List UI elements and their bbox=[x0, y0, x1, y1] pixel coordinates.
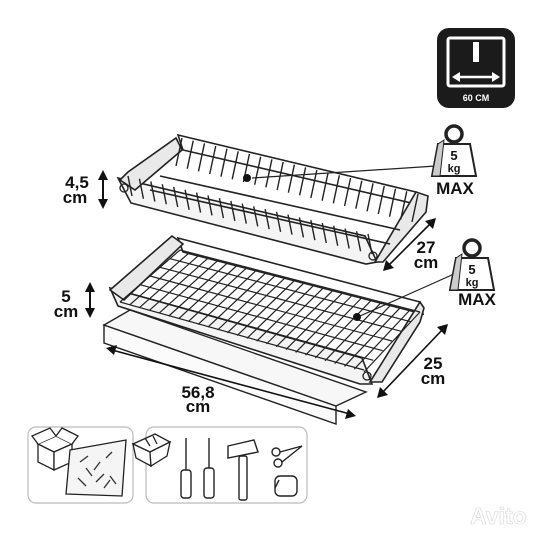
rack-wire bbox=[310, 220, 316, 241]
parts-basket-icon bbox=[131, 433, 172, 468]
rack-wire bbox=[186, 140, 194, 169]
rack-wire bbox=[333, 225, 339, 246]
screwdriver-icon bbox=[203, 438, 215, 499]
rack-wire bbox=[367, 233, 373, 255]
rack-wire bbox=[285, 291, 344, 351]
tape-measure-icon bbox=[274, 475, 298, 497]
rack-wire bbox=[197, 143, 206, 172]
rack-wire bbox=[343, 177, 352, 207]
rack-wire bbox=[275, 289, 335, 348]
svg-text:4,5: 4,5 bbox=[65, 173, 89, 192]
rack-wire bbox=[209, 145, 217, 175]
rack-wire bbox=[175, 137, 183, 167]
rack-wire bbox=[321, 222, 327, 244]
screwdriver-icon bbox=[180, 438, 192, 499]
rack-wire bbox=[241, 203, 247, 224]
rack-wire bbox=[265, 159, 273, 188]
rack-wire bbox=[355, 231, 362, 252]
rack-wire bbox=[207, 195, 213, 216]
lower-drainer-tray bbox=[102, 234, 425, 425]
center-dot bbox=[353, 313, 361, 321]
rack-wire bbox=[138, 178, 145, 199]
svg-text:56,8: 56,8 bbox=[181, 383, 214, 402]
rack-wire bbox=[161, 184, 167, 205]
svg-text:cm: cm bbox=[54, 302, 79, 321]
rack-wire bbox=[305, 296, 363, 356]
rack-wire bbox=[253, 156, 262, 185]
rack-wire bbox=[287, 164, 296, 193]
rack-wire bbox=[150, 181, 156, 202]
upper-depth-dimension: 27 cm bbox=[383, 218, 438, 272]
rack-wire bbox=[388, 188, 397, 217]
upper-max-load-value: 5 bbox=[450, 148, 457, 163]
rack-wire bbox=[253, 206, 259, 227]
rack-wire bbox=[220, 148, 228, 177]
rack-wire bbox=[139, 284, 383, 352]
rack-wire bbox=[298, 167, 307, 196]
rack-wire bbox=[119, 301, 365, 371]
rack-wire bbox=[275, 211, 282, 233]
rack-wire bbox=[332, 175, 341, 204]
svg-text:cm: cm bbox=[414, 253, 439, 272]
svg-text:25: 25 bbox=[424, 354, 443, 373]
weight-icon: 5 kg bbox=[448, 238, 496, 291]
svg-text:27: 27 bbox=[417, 238, 436, 257]
rack-wire bbox=[230, 200, 236, 221]
rack-wire bbox=[298, 217, 305, 238]
lower-max-load-unit: kg bbox=[466, 277, 479, 289]
package-contents-panel bbox=[27, 426, 134, 504]
rack-wire bbox=[173, 186, 179, 208]
rack-wire bbox=[129, 292, 374, 361]
rack-wire bbox=[149, 275, 393, 342]
cabinet-width-badge: 60 CM bbox=[437, 28, 515, 108]
rack-wire bbox=[310, 169, 318, 199]
rack-wire bbox=[324, 301, 383, 362]
rack-wire bbox=[363, 311, 421, 373]
svg-text:cm: cm bbox=[186, 397, 211, 416]
overall-width-dimension: 56,8 cm bbox=[106, 345, 356, 419]
lower-height-dimension: 5 cm bbox=[54, 282, 95, 321]
badge-width-label: 60 CM bbox=[463, 93, 490, 103]
rack-wire bbox=[287, 214, 293, 235]
avito-watermark: Avito bbox=[439, 501, 527, 529]
upper-max-label: MAX bbox=[436, 179, 474, 198]
rack-wire bbox=[179, 249, 421, 313]
rack-wire bbox=[344, 228, 350, 249]
watermark-text: Avito bbox=[470, 503, 527, 529]
rack-wire bbox=[231, 151, 239, 180]
lower-max-load-value: 5 bbox=[468, 262, 475, 277]
rack-wire bbox=[264, 209, 270, 230]
rack-wire bbox=[334, 304, 392, 365]
rack-wire bbox=[355, 180, 363, 209]
svg-text:5: 5 bbox=[61, 287, 70, 306]
upper-height-dimension: 4,5 cm bbox=[63, 170, 108, 209]
width-arrow-icon bbox=[452, 72, 500, 82]
rack-wire bbox=[159, 266, 402, 332]
lower-depth-dimension: 25 cm bbox=[377, 324, 448, 398]
svg-text:cm: cm bbox=[421, 369, 446, 388]
rack-wire bbox=[295, 294, 354, 353]
rack-wire bbox=[377, 185, 385, 215]
lower-max-label: MAX bbox=[458, 290, 496, 309]
weight-icon: 5 kg bbox=[430, 124, 478, 177]
rack-wire bbox=[314, 299, 373, 359]
rack-wire bbox=[184, 189, 190, 210]
box-icon bbox=[30, 427, 79, 472]
rack-wire bbox=[321, 172, 329, 201]
rack-wire bbox=[127, 175, 133, 197]
scissors-icon bbox=[271, 445, 303, 468]
svg-text:cm: cm bbox=[63, 188, 88, 207]
upper-max-load-unit: kg bbox=[448, 163, 461, 175]
upper-dish-rack bbox=[116, 133, 429, 265]
rack-wire bbox=[218, 197, 225, 219]
center-dot bbox=[243, 174, 251, 182]
hardware-bag-icon bbox=[65, 439, 127, 497]
rack-wire bbox=[411, 193, 419, 223]
rack-wire bbox=[400, 191, 408, 220]
rack-wire bbox=[195, 192, 202, 213]
hammer-icon bbox=[227, 439, 259, 501]
rack-wire bbox=[366, 183, 374, 212]
tools-panel bbox=[131, 426, 308, 504]
